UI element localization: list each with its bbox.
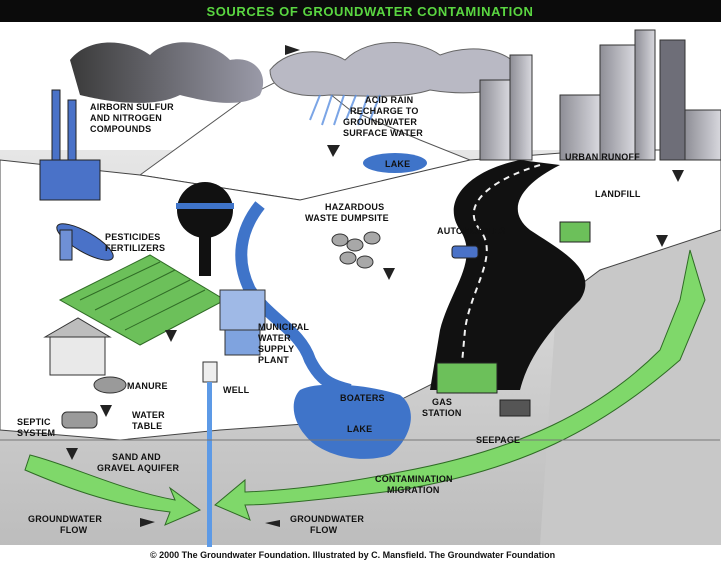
- label-lake-bottom: LAKE: [347, 424, 372, 434]
- label-water-table-1: WATER: [132, 410, 165, 420]
- label-seepage: SEEPAGE: [476, 435, 520, 445]
- label-acid-rain-4: SURFACE WATER: [343, 128, 423, 138]
- well: [202, 361, 218, 547]
- water-plant: [219, 289, 266, 356]
- label-septic-1: SEPTIC: [17, 417, 51, 427]
- factory: [39, 89, 101, 201]
- road-centerline: [459, 164, 541, 386]
- credit-bar: [0, 547, 721, 562]
- smoke-cloud: [70, 42, 264, 103]
- label-gas-station-2: STATION: [422, 408, 462, 418]
- label-automobiles: AUTOMOBILES: [437, 226, 506, 236]
- river: [235, 201, 352, 396]
- labels: AIRBORN SULFUR AND NITROGEN COMPOUNDS AC…: [17, 95, 641, 535]
- car: [451, 245, 479, 259]
- label-municipal-4: PLANT: [258, 355, 289, 365]
- barn: [43, 317, 112, 376]
- landfill-truck: [559, 221, 591, 243]
- label-contamination-1: CONTAMINATION: [375, 474, 453, 484]
- crop-rows: [79, 261, 206, 331]
- label-landfill: LANDFILL: [595, 189, 641, 199]
- city-skyline: [479, 29, 721, 161]
- manure-pile: [93, 376, 127, 394]
- acid-rain: [309, 94, 381, 126]
- title-bar: [0, 0, 721, 22]
- label-pesticides-1: PESTICIDES: [105, 232, 161, 242]
- label-airborne-2: AND NITROGEN: [90, 113, 162, 123]
- label-gas-station-1: GAS: [432, 397, 452, 407]
- label-septic-2: SYSTEM: [17, 428, 55, 438]
- label-gw-flow-left-2: FLOW: [60, 525, 88, 535]
- label-municipal-1: MUNICIPAL: [258, 322, 309, 332]
- label-acid-rain-2: RECHARGE TO: [350, 106, 419, 116]
- groundwater-flow-arrows: [24, 249, 706, 526]
- label-contamination-2: MIGRATION: [387, 485, 440, 495]
- label-hazardous-1: HAZARDOUS: [325, 202, 384, 212]
- label-acid-rain-3: GROUNDWATER: [343, 117, 417, 127]
- label-urban-runoff: URBAN RUNOFF: [565, 152, 640, 162]
- direction-arrows: [66, 45, 684, 527]
- label-municipal-2: WATER: [258, 333, 291, 343]
- road: [430, 160, 586, 390]
- label-hazardous-2: WASTE DUMPSITE: [305, 213, 389, 223]
- label-aquifer-2: GRAVEL AQUIFER: [97, 463, 179, 473]
- label-boaters: BOATERS: [340, 393, 385, 403]
- label-gw-flow-left-1: GROUNDWATER: [28, 514, 102, 524]
- waste-barrels: [331, 231, 381, 269]
- crop-duster-plane: [56, 223, 114, 261]
- label-pesticides-2: FERTILIZERS: [105, 243, 165, 253]
- label-water-table-2: TABLE: [132, 421, 162, 431]
- diagram-title: SOURCES OF GROUNDWATER CONTAMINATION: [206, 4, 533, 19]
- gas-station: [436, 362, 531, 417]
- label-airborne-3: COMPOUNDS: [90, 124, 151, 134]
- lake-top: [363, 153, 427, 173]
- label-lake-top: LAKE: [385, 159, 410, 169]
- label-municipal-3: SUPPLY: [258, 344, 294, 354]
- label-manure: MANURE: [127, 381, 168, 391]
- label-well: WELL: [223, 385, 250, 395]
- label-aquifer-1: SAND AND: [112, 452, 161, 462]
- label-gw-flow-mid-1: GROUNDWATER: [290, 514, 364, 524]
- water-tower: [176, 182, 234, 276]
- credit-text: © 2000 The Groundwater Foundation. Illus…: [150, 550, 555, 560]
- label-gw-flow-mid-2: FLOW: [310, 525, 338, 535]
- label-acid-rain-1: ACID RAIN: [365, 95, 413, 105]
- label-airborne-1: AIRBORN SULFUR: [90, 102, 174, 112]
- septic-tank: [61, 411, 98, 429]
